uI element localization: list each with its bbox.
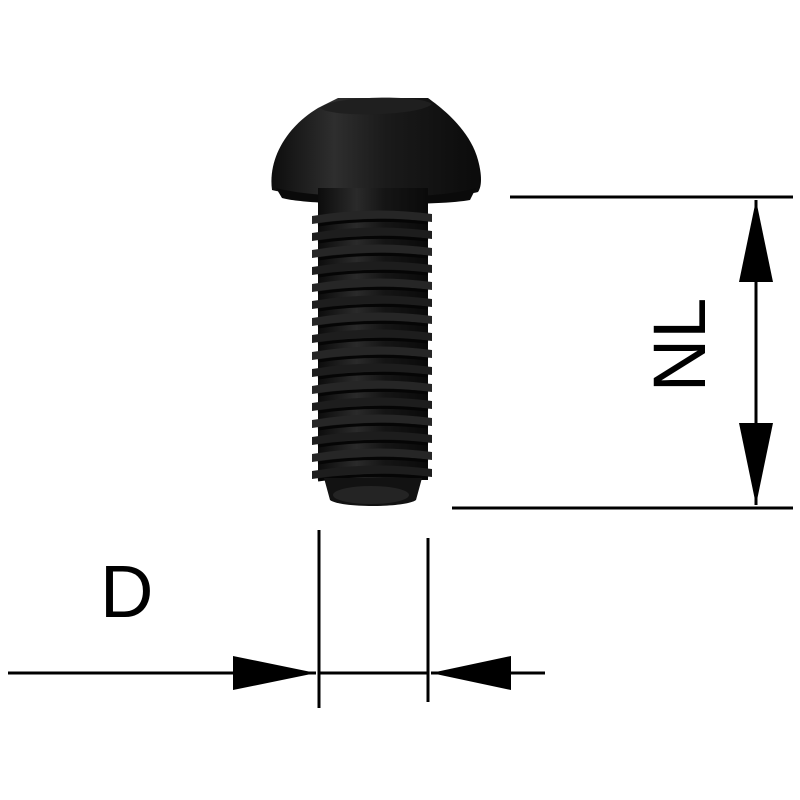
thread-groove bbox=[317, 422, 429, 431]
thread-crest bbox=[312, 431, 432, 445]
thread-groove bbox=[317, 456, 429, 465]
thread-groove bbox=[317, 286, 429, 295]
thread-crest bbox=[312, 244, 432, 258]
thread-groove bbox=[317, 252, 429, 261]
thread-groove bbox=[317, 371, 429, 380]
thread-crest bbox=[312, 312, 432, 326]
thread-crest bbox=[312, 380, 432, 394]
thread-crest bbox=[312, 329, 432, 343]
thread-groove bbox=[317, 269, 429, 278]
screw-threads bbox=[312, 205, 432, 482]
thread-crest bbox=[312, 295, 432, 309]
thread-crest bbox=[312, 363, 432, 377]
thread-crest bbox=[312, 414, 432, 428]
screw-head-top bbox=[320, 97, 432, 115]
screw-head bbox=[271, 98, 481, 197]
thread-crest bbox=[312, 261, 432, 275]
thread-groove bbox=[317, 218, 429, 227]
thread-groove bbox=[317, 303, 429, 312]
thread-groove bbox=[317, 388, 429, 397]
thread-groove bbox=[317, 405, 429, 414]
diameter-dimension bbox=[8, 530, 545, 708]
thread-groove bbox=[317, 337, 429, 346]
thread-groove bbox=[317, 235, 429, 244]
thread-groove bbox=[317, 320, 429, 329]
thread-crest bbox=[312, 210, 432, 224]
length-label: NL bbox=[638, 297, 721, 393]
thread-crest bbox=[312, 448, 432, 462]
thread-crest bbox=[312, 278, 432, 292]
screw-tip-face bbox=[333, 486, 409, 504]
arrow-down-icon bbox=[739, 423, 773, 505]
thread-crest bbox=[312, 465, 432, 479]
arrow-right-icon bbox=[233, 656, 316, 690]
diameter-label: D bbox=[100, 550, 154, 633]
thread-crest bbox=[312, 227, 432, 241]
length-dimension bbox=[452, 195, 793, 510]
button-head-socket-screw-icon bbox=[271, 97, 481, 506]
thread-groove bbox=[317, 354, 429, 363]
arrow-up-icon bbox=[739, 200, 773, 282]
thread-crest bbox=[312, 397, 432, 411]
thread-crest bbox=[312, 346, 432, 360]
thread-groove bbox=[317, 439, 429, 448]
arrow-left-icon bbox=[431, 656, 511, 690]
